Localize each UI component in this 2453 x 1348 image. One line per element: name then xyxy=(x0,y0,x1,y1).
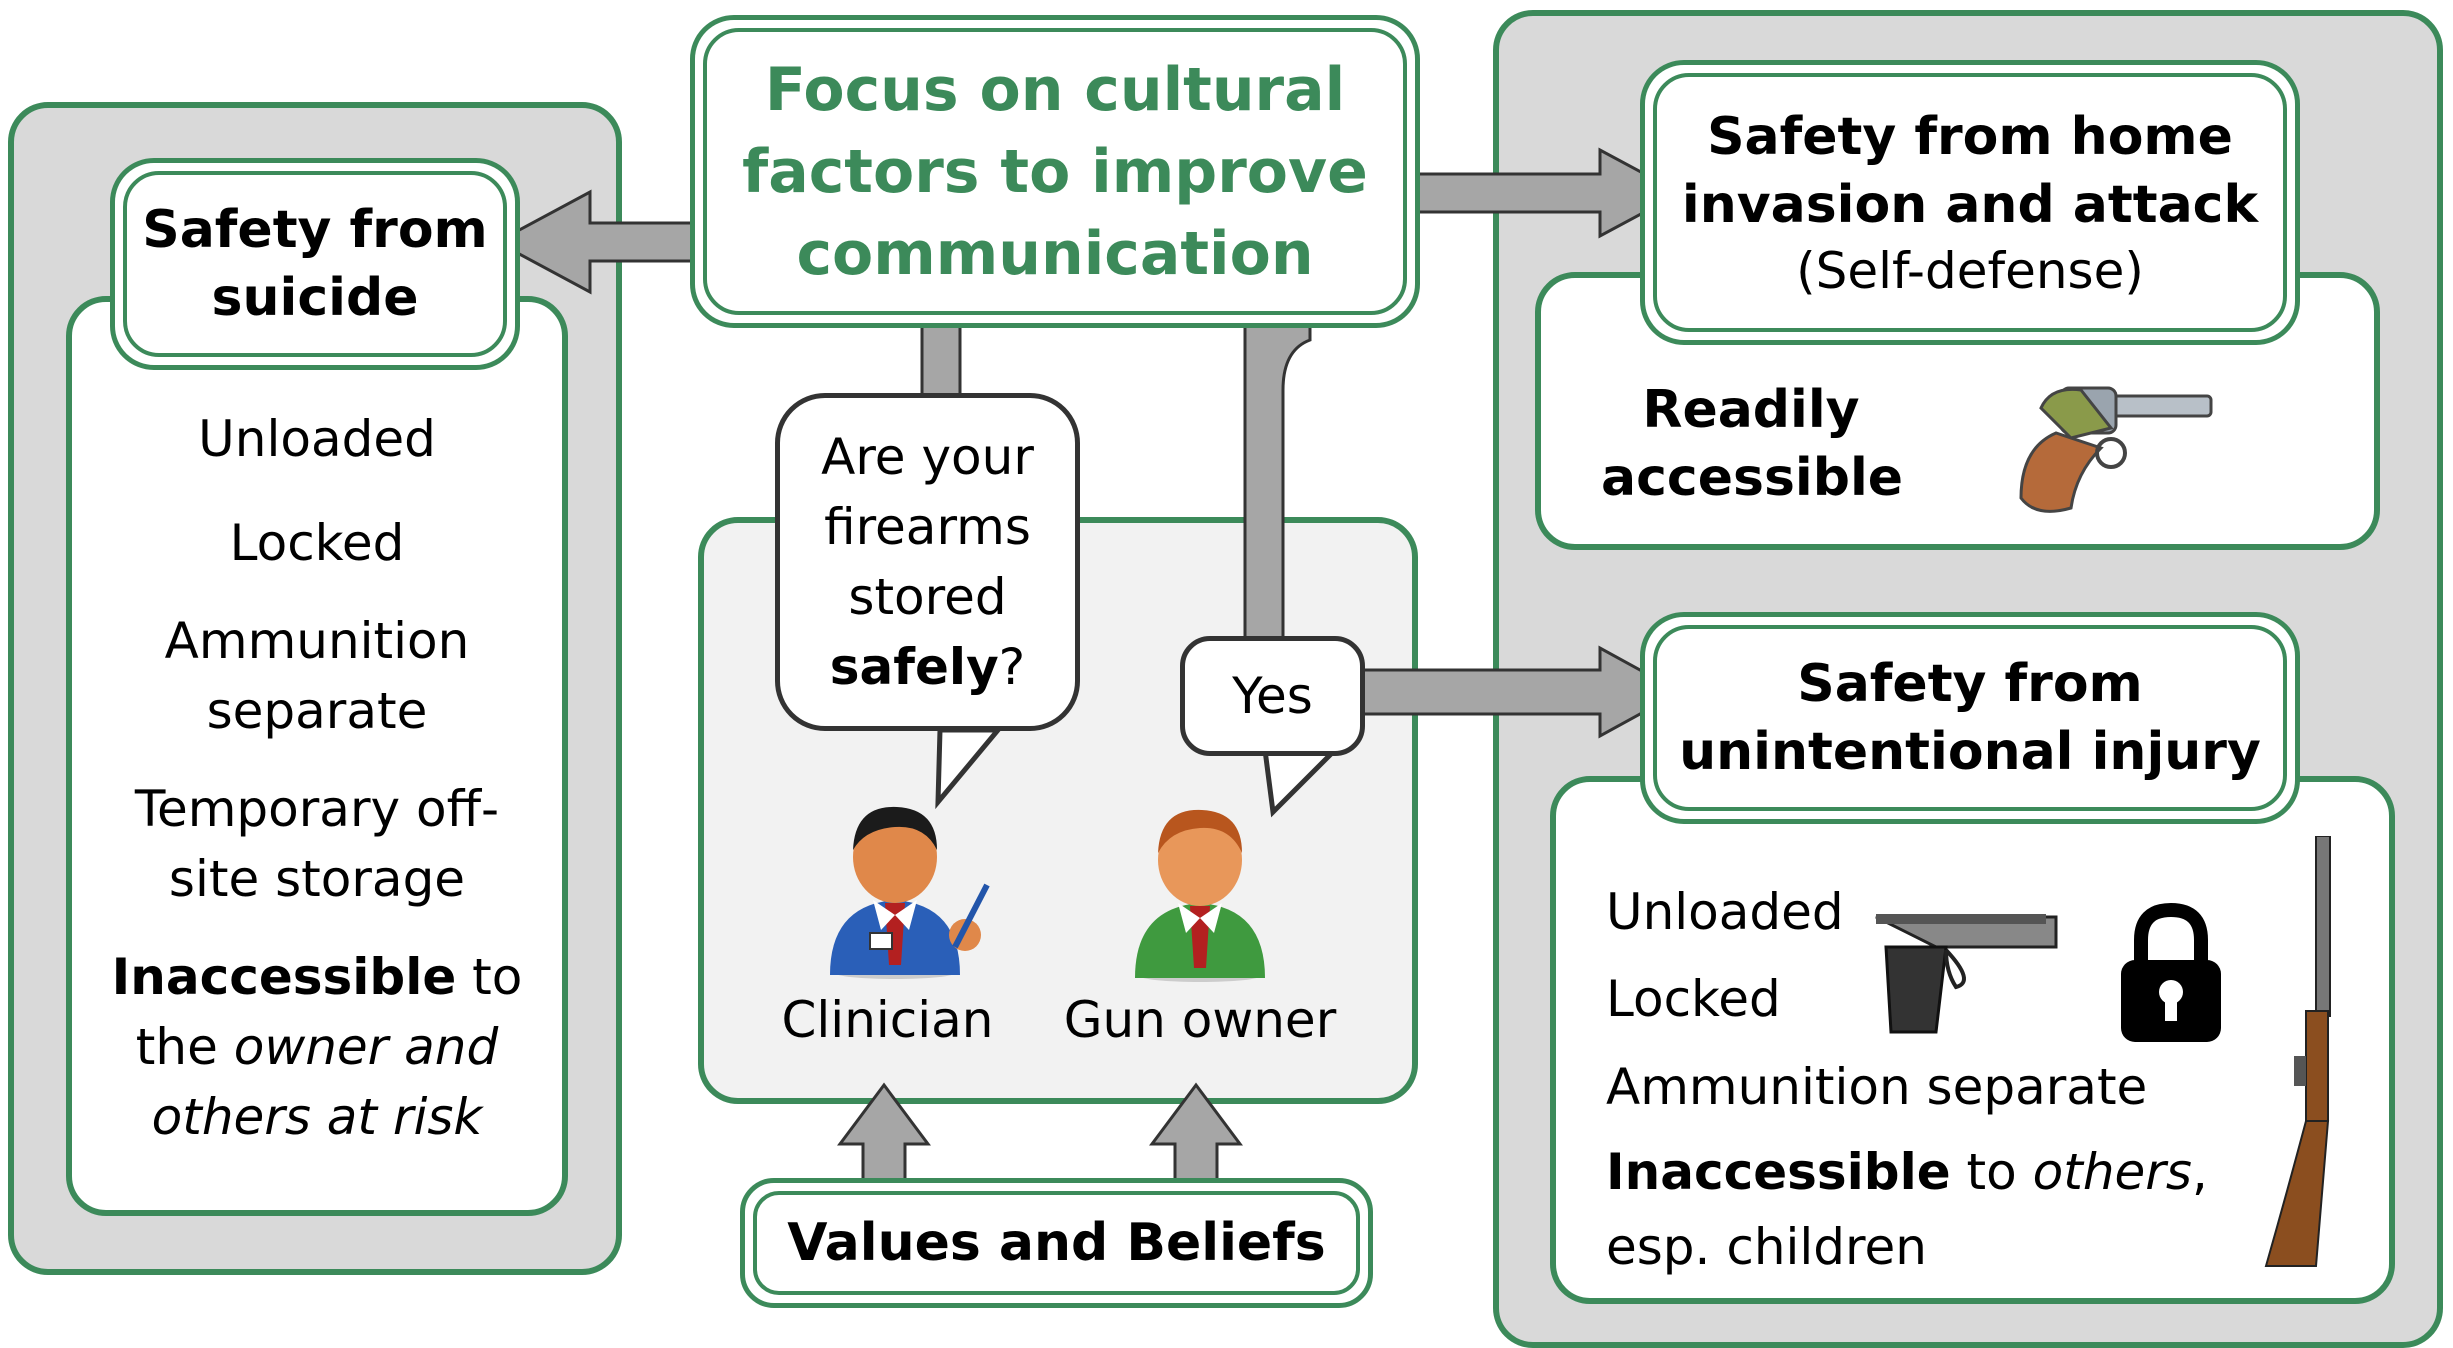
pistol-icon xyxy=(1875,914,2058,1034)
question-line2: firearms xyxy=(824,498,1031,556)
the-text: the xyxy=(135,1018,234,1076)
suicide-item-temporary: Temporary off- xyxy=(134,780,500,838)
suicide-item-others: others at risk xyxy=(72,1082,562,1152)
unintentional-others: others xyxy=(2032,1143,2192,1201)
suicide-item-locked: Locked xyxy=(229,514,405,572)
suicide-item-separate: separate xyxy=(206,682,428,740)
suicide-item-ammunition: Ammunition xyxy=(164,612,470,670)
clinician-label: Clinician xyxy=(781,991,994,1049)
suicide-item-offsite: site storage xyxy=(168,850,466,908)
focus-box: Focus on cultural factors to improve com… xyxy=(690,15,1420,328)
home-invasion-line1: Safety from home xyxy=(1707,106,2233,167)
focus-line1: Focus on cultural xyxy=(764,54,1346,125)
connector-yes xyxy=(1243,318,1312,642)
focus-line2: factors to improve xyxy=(742,136,1368,207)
suicide-title-box: Safety from suicide xyxy=(110,158,520,370)
question-line4: safely? xyxy=(830,632,1025,702)
clinician-icon xyxy=(830,806,990,979)
yes-bubble: Yes xyxy=(1180,636,1365,756)
home-invasion-line2: invasion and attack xyxy=(1681,174,2259,235)
unintentional-body-box: Unloaded Locked Ammunition separate Inac… xyxy=(1550,776,2395,1304)
unintentional-item-unloaded: Unloaded xyxy=(1606,883,1844,941)
unintentional-title-line1: Safety from xyxy=(1797,654,2143,714)
readily-accessible-line1: Readily xyxy=(1642,380,1860,440)
suicide-list-box: Unloaded Locked Ammunition separate Temp… xyxy=(66,296,568,1216)
values-beliefs-box: Values and Beliefs xyxy=(740,1178,1373,1308)
question-line1: Are your xyxy=(821,428,1034,486)
unintentional-title-box: Safety from unintentional injury xyxy=(1640,612,2300,824)
padlock-icon xyxy=(2121,902,2221,1042)
readily-accessible-line2: accessible xyxy=(1601,448,1904,508)
yes-text: Yes xyxy=(1232,667,1313,725)
gun-owner-icon xyxy=(1135,809,1265,982)
inaccessible-bold: Inaccessible xyxy=(111,948,457,1006)
unintentional-comma: , xyxy=(2191,1143,2208,1201)
home-invasion-title-box: Safety from home invasion and attack (Se… xyxy=(1640,60,2300,345)
unintentional-item-children: esp. children xyxy=(1606,1218,1927,1276)
suicide-item-unloaded: Unloaded xyxy=(198,410,436,468)
suicide-title-line2: suicide xyxy=(211,268,419,328)
arrow-to-unintentional xyxy=(1358,645,1684,739)
others-at-risk-text: others at risk xyxy=(151,1088,483,1146)
question-mark: ? xyxy=(998,638,1026,696)
owner-text: owner and xyxy=(233,1018,499,1076)
unintentional-item-locked: Locked xyxy=(1606,970,1781,1028)
unintentional-item-inaccessible: Inaccessible to others, xyxy=(1606,1137,2208,1207)
suicide-item-inaccessible: Inaccessible to xyxy=(72,942,562,1012)
rifle-icon xyxy=(2264,836,2331,1267)
revolver-icon xyxy=(2019,386,2213,513)
focus-line3: communication xyxy=(796,218,1314,289)
suicide-item-owner: the owner and xyxy=(72,1012,562,1082)
connector-question xyxy=(920,318,962,402)
values-beliefs-label: Values and Beliefs xyxy=(787,1213,1326,1273)
unintentional-inaccessible-bold: Inaccessible xyxy=(1606,1143,1951,1201)
unintentional-item-ammunition: Ammunition separate xyxy=(1606,1058,2148,1116)
self-defense-subtitle: (Self-defense) xyxy=(1796,241,2144,300)
question-bubble: Are your firearms stored safely? xyxy=(775,393,1080,731)
question-line3: stored xyxy=(848,568,1007,626)
safely-bold: safely xyxy=(829,638,999,696)
suicide-title-line1: Safety from xyxy=(142,200,488,260)
arrow-to-suicide xyxy=(493,189,702,295)
inaccessible-to: to xyxy=(456,948,523,1006)
unintentional-title-line2: unintentional injury xyxy=(1679,722,2261,782)
unintentional-to: to xyxy=(1950,1143,2033,1201)
arrow-up-clinician xyxy=(837,1082,931,1184)
gun-owner-label: Gun owner xyxy=(1063,991,1337,1049)
arrow-up-owner xyxy=(1149,1082,1243,1184)
